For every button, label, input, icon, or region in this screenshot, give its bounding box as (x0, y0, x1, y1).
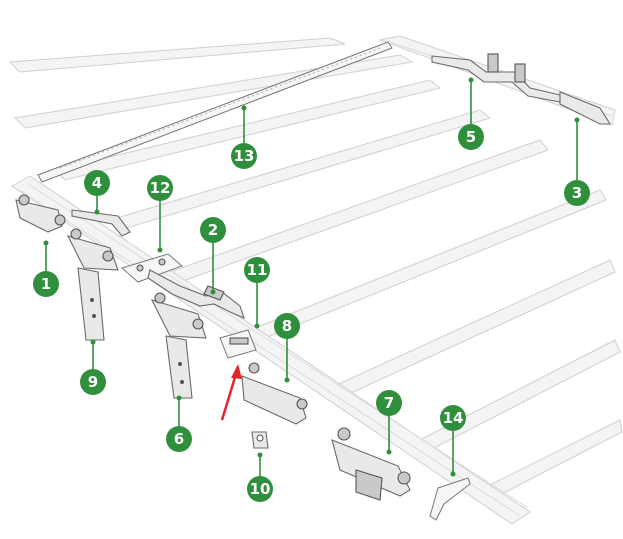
callout-5: 5 (458, 77, 484, 150)
part-6-mount (150, 292, 207, 399)
rack-slats (8, 37, 623, 501)
part-7-mount (331, 427, 411, 501)
part-5-bracket (431, 53, 561, 103)
part-14-bracket (429, 477, 471, 521)
callout-12: 12 (147, 175, 173, 253)
red-arrow-icon (220, 364, 242, 421)
slat-6 (249, 189, 607, 341)
part-1-clamp (15, 194, 66, 233)
callout-10: 10 (247, 452, 273, 502)
callout-8: 8 (274, 313, 300, 383)
callout-6: 6 (166, 395, 192, 452)
callout-4: 4 (84, 170, 110, 215)
part-4-bracket (71, 209, 131, 237)
part-11-clamp (219, 329, 257, 359)
callout-4-label: 4 (92, 174, 102, 192)
part-12-plate (120, 253, 183, 283)
callout-13-label: 13 (234, 147, 255, 165)
callout-3-label: 3 (572, 184, 582, 202)
callout-6-label: 6 (174, 430, 184, 448)
callout-14-label: 14 (443, 409, 464, 427)
callout-11: 11 (244, 257, 270, 329)
callout-11-label: 11 (247, 261, 268, 279)
callout-5-label: 5 (466, 128, 476, 146)
callout-1-label: 1 (41, 275, 51, 293)
slat-9 (479, 419, 623, 501)
callout-7: 7 (376, 390, 402, 455)
slat-3 (54, 79, 442, 181)
part-8-bracket (241, 362, 308, 425)
part-9-mount (66, 228, 119, 341)
callout-7-label: 7 (384, 394, 394, 412)
callout-1: 1 (33, 240, 59, 297)
callout-14: 14 (440, 405, 466, 477)
part-13-strip (37, 41, 393, 183)
callout-9: 9 (80, 339, 106, 395)
callout-13: 13 (231, 105, 257, 169)
callout-12-label: 12 (150, 179, 171, 197)
callout-8-label: 8 (282, 317, 292, 335)
callout-2-label: 2 (208, 221, 218, 239)
callouts: 1 2 3 4 5 (33, 77, 590, 502)
part-3-endcap (559, 91, 611, 125)
part-10-clip (251, 431, 269, 449)
slat-1 (8, 37, 346, 73)
slat-8 (419, 339, 621, 451)
callout-9-label: 9 (88, 373, 98, 391)
callout-10-label: 10 (250, 480, 271, 498)
callout-3: 3 (564, 117, 590, 206)
callout-2: 2 (200, 217, 226, 295)
slat-5 (169, 139, 549, 283)
